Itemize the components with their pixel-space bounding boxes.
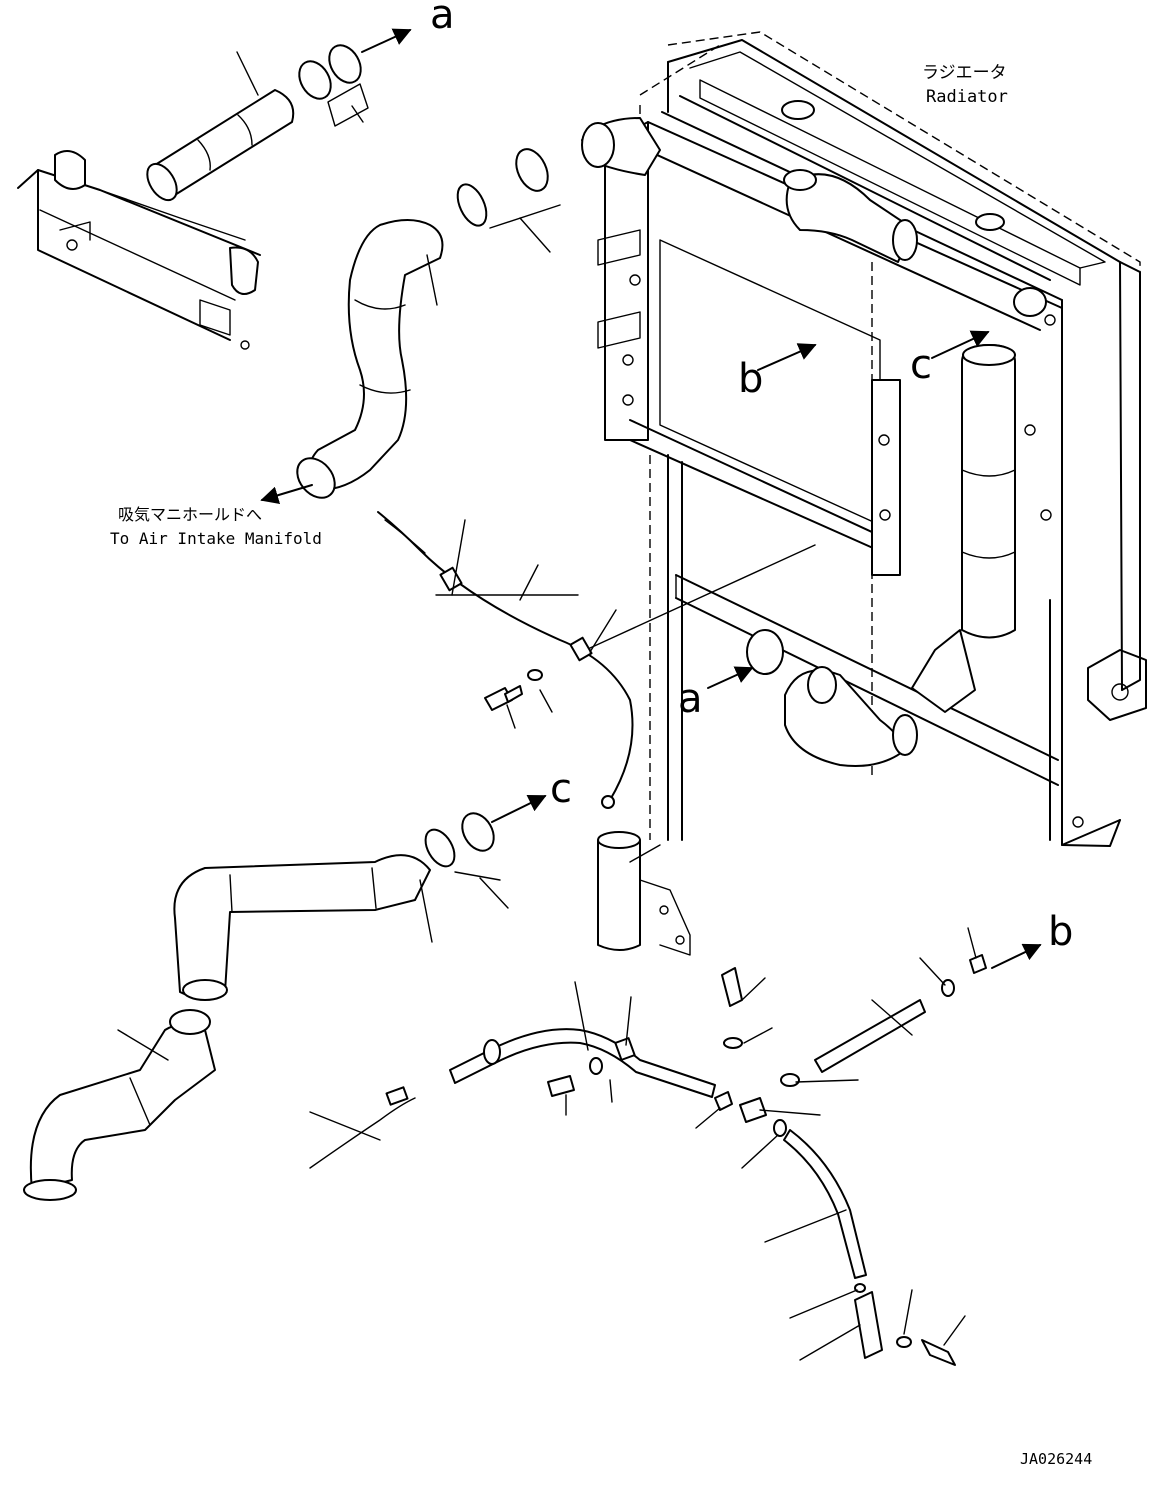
harness-lower-left xyxy=(309,1086,416,1169)
lower-pipe xyxy=(449,1028,716,1098)
elbow-pipe-lower-left xyxy=(23,1009,216,1201)
ref-label-c-mid: c xyxy=(910,342,932,388)
reference-arrows xyxy=(260,28,1042,969)
intake-manifold-bracket xyxy=(17,150,261,350)
intake-s-hose xyxy=(296,219,444,499)
lower-hose-to-c xyxy=(173,854,431,1001)
tee-fitting-assembly xyxy=(714,954,987,1366)
intake-label-jp: 吸気マニホールドへ xyxy=(118,505,262,524)
radiator-label-jp: ラジエータ xyxy=(922,63,1007,83)
hose-clamps-lower xyxy=(424,812,501,881)
ref-label-b-mid: b xyxy=(738,356,763,402)
ref-label-a-mid: a xyxy=(678,676,703,722)
drawing-code: JA026244 xyxy=(1020,1450,1092,1468)
radiator-assembly xyxy=(581,31,1147,847)
radiator-label-en: Radiator xyxy=(926,87,1008,107)
filter-canister xyxy=(597,831,691,956)
hose-clamps-upper xyxy=(456,148,561,229)
ref-label-b-right: b xyxy=(1048,909,1073,955)
intake-label-en: To Air Intake Manifold xyxy=(110,529,322,548)
ref-label-a-top: a xyxy=(430,0,455,38)
sensor-harness xyxy=(377,511,634,809)
hose-clamps-top xyxy=(298,44,369,127)
short-straight-hose xyxy=(146,89,295,202)
leader-lines xyxy=(117,51,977,1361)
bolt-and-washer-mid xyxy=(484,669,543,711)
ref-label-c-lower: c xyxy=(550,766,572,812)
